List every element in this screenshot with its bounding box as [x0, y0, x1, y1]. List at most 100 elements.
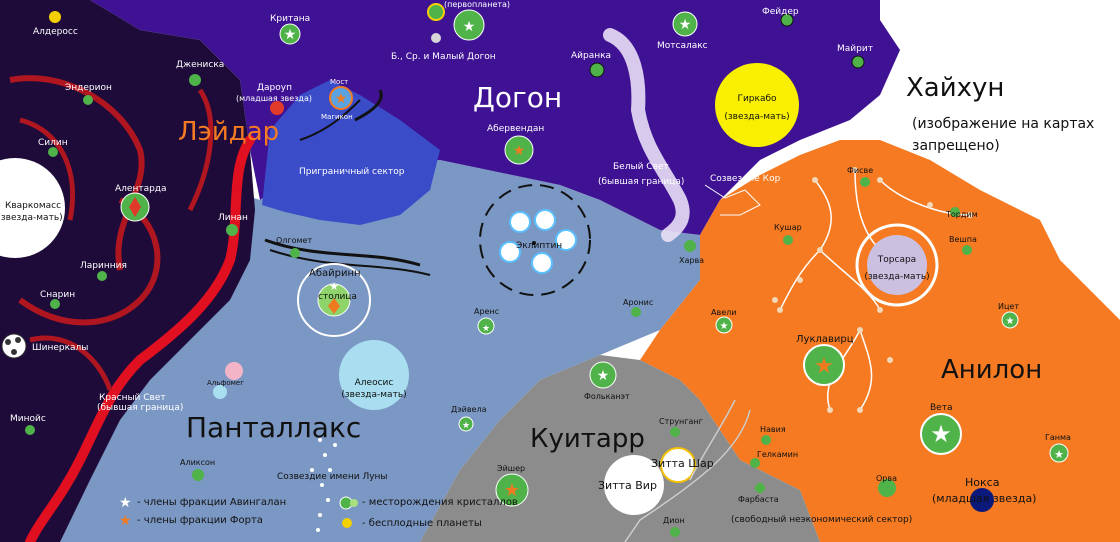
label-veta: Вета	[930, 403, 952, 413]
zitta-vir-star[interactable]	[604, 455, 664, 515]
region-note-haihun-1: (изображение на картах	[912, 116, 1094, 132]
planet-alfomeg-1[interactable]	[225, 362, 243, 380]
black-border-4	[299, 99, 361, 141]
label-linan: Линан	[218, 213, 248, 223]
label-aldeross: Алдеросс	[33, 27, 78, 37]
legend: ★ - члены фракции Авингалан ★ - члены фр…	[119, 495, 518, 529]
label-larinniya: Ларинния	[80, 261, 127, 271]
planet-kritana[interactable]	[279, 23, 301, 45]
torsara-star[interactable]	[867, 235, 927, 295]
girkabo-star[interactable]	[715, 63, 799, 147]
label-constellation-kor: Созвездие Кор	[710, 174, 781, 184]
planet-veshpa[interactable]	[962, 245, 972, 255]
planet-most[interactable]	[329, 86, 353, 110]
label-enderion: Эндерион	[65, 83, 112, 93]
black-border-2	[269, 249, 431, 276]
barren-icon	[342, 518, 352, 528]
star-icon: ★	[513, 143, 526, 159]
label-naviya: Навия	[760, 425, 786, 434]
planet-folkanet[interactable]	[589, 361, 617, 389]
label-kushar: Кушар	[774, 223, 802, 232]
planet-snarin[interactable]	[50, 299, 60, 309]
aleosis-star[interactable]	[339, 340, 409, 410]
label-aleosis-sub: (звезда-мать)	[341, 390, 406, 400]
abairinn-ring	[297, 263, 371, 337]
crystal-icon	[350, 499, 358, 507]
legend-forta: - члены фракции Форта	[137, 515, 263, 526]
kuitarr-line-2	[689, 399, 736, 481]
planet-lukslavirts[interactable]	[803, 344, 845, 386]
planet-larinniya[interactable]	[97, 271, 107, 281]
constellation-kor-small	[704, 184, 761, 216]
region-leydar	[0, 0, 255, 542]
planet-feider[interactable]	[780, 13, 794, 27]
label-snarin: Снарин	[40, 290, 75, 300]
planet-mairit[interactable]	[851, 55, 865, 69]
planet-itset[interactable]	[1001, 311, 1019, 329]
planet-dogon-primary[interactable]	[453, 9, 485, 41]
label-minoys: Минойс	[10, 414, 46, 424]
planet-alfomeg-2[interactable]	[213, 385, 227, 399]
planet-arens[interactable]	[477, 317, 495, 335]
planet-aldeross[interactable]	[49, 11, 61, 23]
label-dogon-trio: Б., Ср. и Малый Догон	[391, 52, 496, 62]
planet-linan[interactable]	[226, 224, 238, 236]
label-pervoplaneta: (первопланета)	[444, 0, 510, 9]
label-noksa: Нокса	[965, 476, 999, 489]
label-constellation-luna: Созвездие имени Луны	[277, 472, 388, 482]
planet-kushar[interactable]	[783, 235, 793, 245]
planet-alikson[interactable]	[192, 469, 204, 481]
label-abervendan: Абервендан	[487, 124, 544, 134]
constellation-kor-lines	[779, 169, 971, 411]
label-kritana: Критана	[270, 14, 310, 24]
planet-gelkamin[interactable]	[750, 458, 760, 468]
label-most: Мост	[330, 78, 348, 86]
constellation-kor-stars	[772, 167, 973, 413]
noksa-star[interactable]	[970, 488, 994, 512]
planet-orva[interactable]	[878, 479, 896, 497]
ecliptic-body-5	[531, 252, 553, 274]
planet-minoys[interactable]	[25, 425, 35, 435]
planet-dion[interactable]	[670, 527, 680, 537]
planet-daroup[interactable]	[270, 101, 284, 115]
region-label-anilon: Анилон	[941, 355, 1042, 385]
kvarkomass-star[interactable]	[0, 158, 65, 258]
planet-airanka[interactable]	[589, 62, 605, 78]
planet-strunggang[interactable]	[670, 427, 680, 437]
system-labels: Алдеросс Критана (первопланета) Б., Ср. …	[10, 0, 1071, 525]
planet-eisher[interactable]	[495, 473, 529, 507]
label-olgomet: Олгомет	[276, 236, 312, 245]
star-icon: ★	[814, 354, 834, 379]
planet-dogon-small[interactable]	[431, 33, 441, 43]
planet-abervendan[interactable]	[504, 135, 534, 165]
planet-olgomet[interactable]	[290, 248, 300, 258]
planet-dogon-left[interactable]	[427, 3, 445, 21]
planet-tordim[interactable]	[950, 207, 960, 217]
planet-motsalaks[interactable]	[672, 11, 698, 37]
planet-enderion[interactable]	[83, 95, 93, 105]
planet-silin[interactable]	[48, 147, 58, 157]
planet-ganma[interactable]	[1049, 443, 1069, 463]
red-light-border	[25, 135, 255, 542]
planet-farbasta[interactable]	[755, 483, 765, 493]
label-daroup: Дароуп	[257, 83, 292, 93]
label-noksa-sub: (младшая звезда)	[932, 492, 1036, 505]
red-streak-4	[187, 88, 214, 212]
planet-aronis[interactable]	[631, 307, 641, 317]
planet-aveli[interactable]	[715, 316, 733, 334]
planet-veta[interactable]	[920, 413, 962, 455]
label-lukslavirts: Луклавирц	[796, 334, 854, 345]
red-streak-2	[19, 117, 76, 221]
label-mairit: Майрит	[837, 44, 873, 54]
planet-dzhvela[interactable]	[458, 416, 474, 432]
planet-dzheniska[interactable]	[189, 74, 201, 86]
planet-harva[interactable]	[684, 240, 696, 252]
planet-fisve[interactable]	[860, 177, 870, 187]
zitta-shar-star[interactable]	[660, 447, 696, 483]
ecliptic-body-4	[499, 241, 521, 263]
label-white-light: Белый Свет	[613, 162, 669, 172]
planet-naviya[interactable]	[761, 435, 771, 445]
forta-markers: ★ ★ ★ ★	[335, 91, 834, 501]
label-aleosis: Алеосис	[355, 378, 394, 388]
